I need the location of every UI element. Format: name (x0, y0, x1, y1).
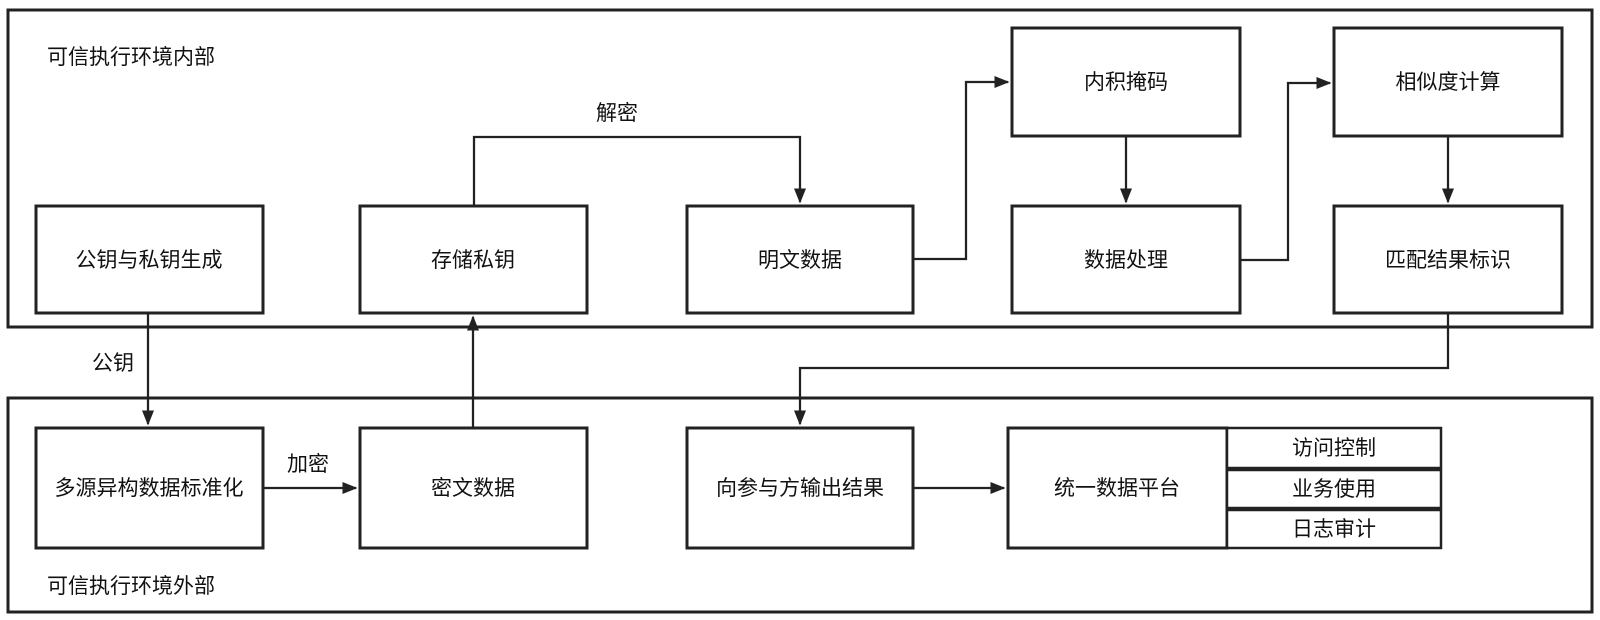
edge-plaintext-to-mask (913, 76, 1010, 261)
label-store-private-key: 存储私钥 (431, 248, 515, 272)
box-output-to-participants (685, 426, 915, 550)
tee-inside-container (6, 8, 1594, 329)
edge-matchresult-to-output (794, 313, 1450, 426)
label-ciphertext-data: 密文数据 (431, 476, 515, 500)
tee-outside-label: 可信执行环境外部 (47, 574, 215, 598)
label-data-processing: 数据处理 (1084, 248, 1168, 272)
label-business-use: 业务使用 (1292, 477, 1376, 501)
label-multi-source-standardize: 多源异构数据标准化 (55, 476, 244, 500)
box-keygen (34, 204, 265, 315)
label-unified-data-platform: 统一数据平台 (1054, 476, 1180, 500)
label-inner-product-mask: 内积掩码 (1084, 70, 1168, 94)
label-public-key: 公钥 (92, 351, 134, 375)
label-output-to-participants: 向参与方输出结果 (716, 476, 884, 500)
box-unified-data-platform (1006, 426, 1229, 550)
label-plaintext-data: 明文数据 (758, 248, 842, 272)
edge-decrypt-storekey-to-plaintext (472, 135, 806, 206)
label-decrypt: 解密 (596, 101, 638, 125)
box-match-result-id (1332, 204, 1564, 315)
label-encrypt: 加密 (287, 452, 329, 476)
box-multi-source-standardize (34, 426, 265, 550)
label-log-audit: 日志审计 (1292, 517, 1376, 541)
box-inner-product-mask (1010, 26, 1242, 138)
tee-inside-label: 可信执行环境内部 (47, 45, 215, 69)
label-access-control: 访问控制 (1292, 436, 1376, 460)
box-similarity-calc (1332, 26, 1564, 138)
box-access-control (1225, 426, 1443, 470)
box-ciphertext-data (358, 426, 589, 550)
label-similarity-calc: 相似度计算 (1396, 70, 1501, 94)
box-business-use (1225, 468, 1443, 510)
edge-dataprocessing-to-similarity (1240, 77, 1332, 262)
box-plaintext-data (685, 204, 915, 315)
box-log-audit (1225, 508, 1443, 550)
label-keygen: 公钥与私钥生成 (76, 248, 223, 272)
box-store-private-key (358, 204, 589, 315)
label-match-result-id: 匹配结果标识 (1385, 248, 1511, 272)
box-data-processing (1010, 204, 1242, 315)
